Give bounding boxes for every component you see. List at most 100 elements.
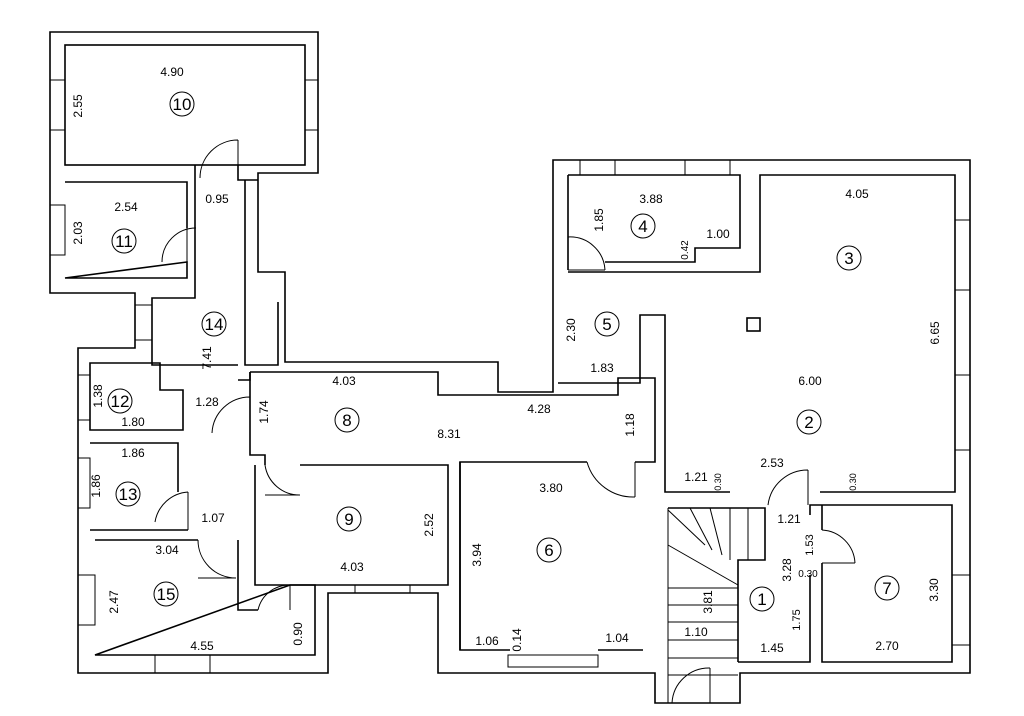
window [49,79,66,131]
dimension-label: 0.30 [848,473,858,491]
stair-tread [709,507,723,556]
room-11-walls [64,181,188,279]
dimension-label: 3.30 [927,578,941,602]
room-number-text: 7 [882,579,891,598]
room-15-walls [94,539,316,656]
stair-walls [668,507,766,662]
room-5-inner [558,314,730,493]
room-number-circle [111,228,137,254]
room-number-circle [874,575,900,601]
stair-tread [667,509,706,546]
door-swing [567,236,606,271]
room-number-circle [749,586,775,612]
dimension-label: 1.07 [201,511,225,525]
dimension-label: 1.86 [121,446,145,460]
walls [49,31,971,704]
window [951,574,971,646]
room-number-text: 9 [344,510,353,529]
door-swing [211,396,251,434]
room-number-9: 9 [336,506,362,532]
dimension-label: 1.10 [684,625,708,639]
dimension-label: 1.75 [791,609,803,630]
room-number-13: 13 [115,481,141,507]
dimension-label: 1.04 [605,631,629,645]
room-number-circle [536,537,562,563]
room-number-7: 7 [874,575,900,601]
dimension-label: 2.30 [564,318,578,342]
window [77,374,91,421]
room-5-walls [568,174,956,493]
dimension-label: 1.28 [195,395,219,409]
room-number-text: 1 [757,590,766,609]
dimension-label: 2.55 [71,94,85,118]
room-number-11: 11 [111,228,137,254]
dimension-label: 4.90 [160,65,184,79]
dimension-label: 2.54 [114,200,138,214]
dimension-label: 2.03 [71,221,85,245]
room-number-12: 12 [107,388,133,414]
room-number-text: 11 [115,232,133,251]
window [134,304,153,341]
room-number-3: 3 [836,245,862,271]
room-7-walls [821,504,953,663]
dimension-label: 1.45 [760,641,784,655]
room-number-text: 15 [157,585,176,604]
dimension-label: 0.95 [205,192,229,206]
dimension-label: 2.53 [760,456,784,470]
window [304,79,319,131]
window [49,204,66,256]
door-swing [586,461,636,498]
corridor-8-lower [249,372,449,586]
dimension-label: 0.30 [798,569,818,580]
room-number-circle [169,91,195,117]
room-number-circle [115,481,141,507]
dimension-label: 0.42 [680,240,691,260]
dimension-label: 2.52 [422,513,436,537]
window [954,374,971,451]
corridor-8-walls [250,371,656,651]
room-number-1: 1 [749,586,775,612]
room-number-circle [153,581,179,607]
dimension-label: 1.00 [706,227,730,241]
window [579,159,616,176]
room-number-text: 3 [844,249,853,268]
room-number-6: 6 [536,537,562,563]
dimension-label: 1.83 [590,361,614,375]
window [354,584,411,594]
door-swing [154,491,189,530]
room-1-walls [738,504,822,663]
door-swing [671,667,711,704]
window [954,219,971,291]
room-number-circle [336,506,362,532]
room-number-text: 14 [205,315,224,334]
room-number-text: 6 [544,541,553,560]
room-12-walls [89,362,184,431]
window [77,574,96,626]
door-swing [264,464,301,496]
room-number-10: 10 [169,91,195,117]
staircase [667,507,749,703]
dimension-label: 6.00 [798,374,822,388]
door-swing [767,469,809,506]
dimension-label: 1.21 [684,470,708,484]
room-number-circle [836,245,862,271]
room-number-15: 15 [153,581,179,607]
stair-tread [667,544,739,586]
room-number-circle [630,213,656,239]
dimension-label: 7.41 [200,346,214,370]
room-number-14: 14 [201,311,227,337]
room-number-text: 12 [111,392,130,411]
room-number-text: 8 [342,411,351,430]
room-number-circle [107,388,133,414]
dimension-label: 1.38 [91,384,105,408]
room-number-4: 4 [630,213,656,239]
room-number-text: 2 [804,413,813,432]
dimension-label: 4.05 [845,187,869,201]
outer-wall-north-wing [49,31,971,704]
door-swing [821,529,856,564]
dimension-label: 4.55 [190,639,214,653]
dimension-label: 2.47 [107,590,121,614]
window [507,654,599,668]
dimension-label: 3.80 [539,481,563,495]
